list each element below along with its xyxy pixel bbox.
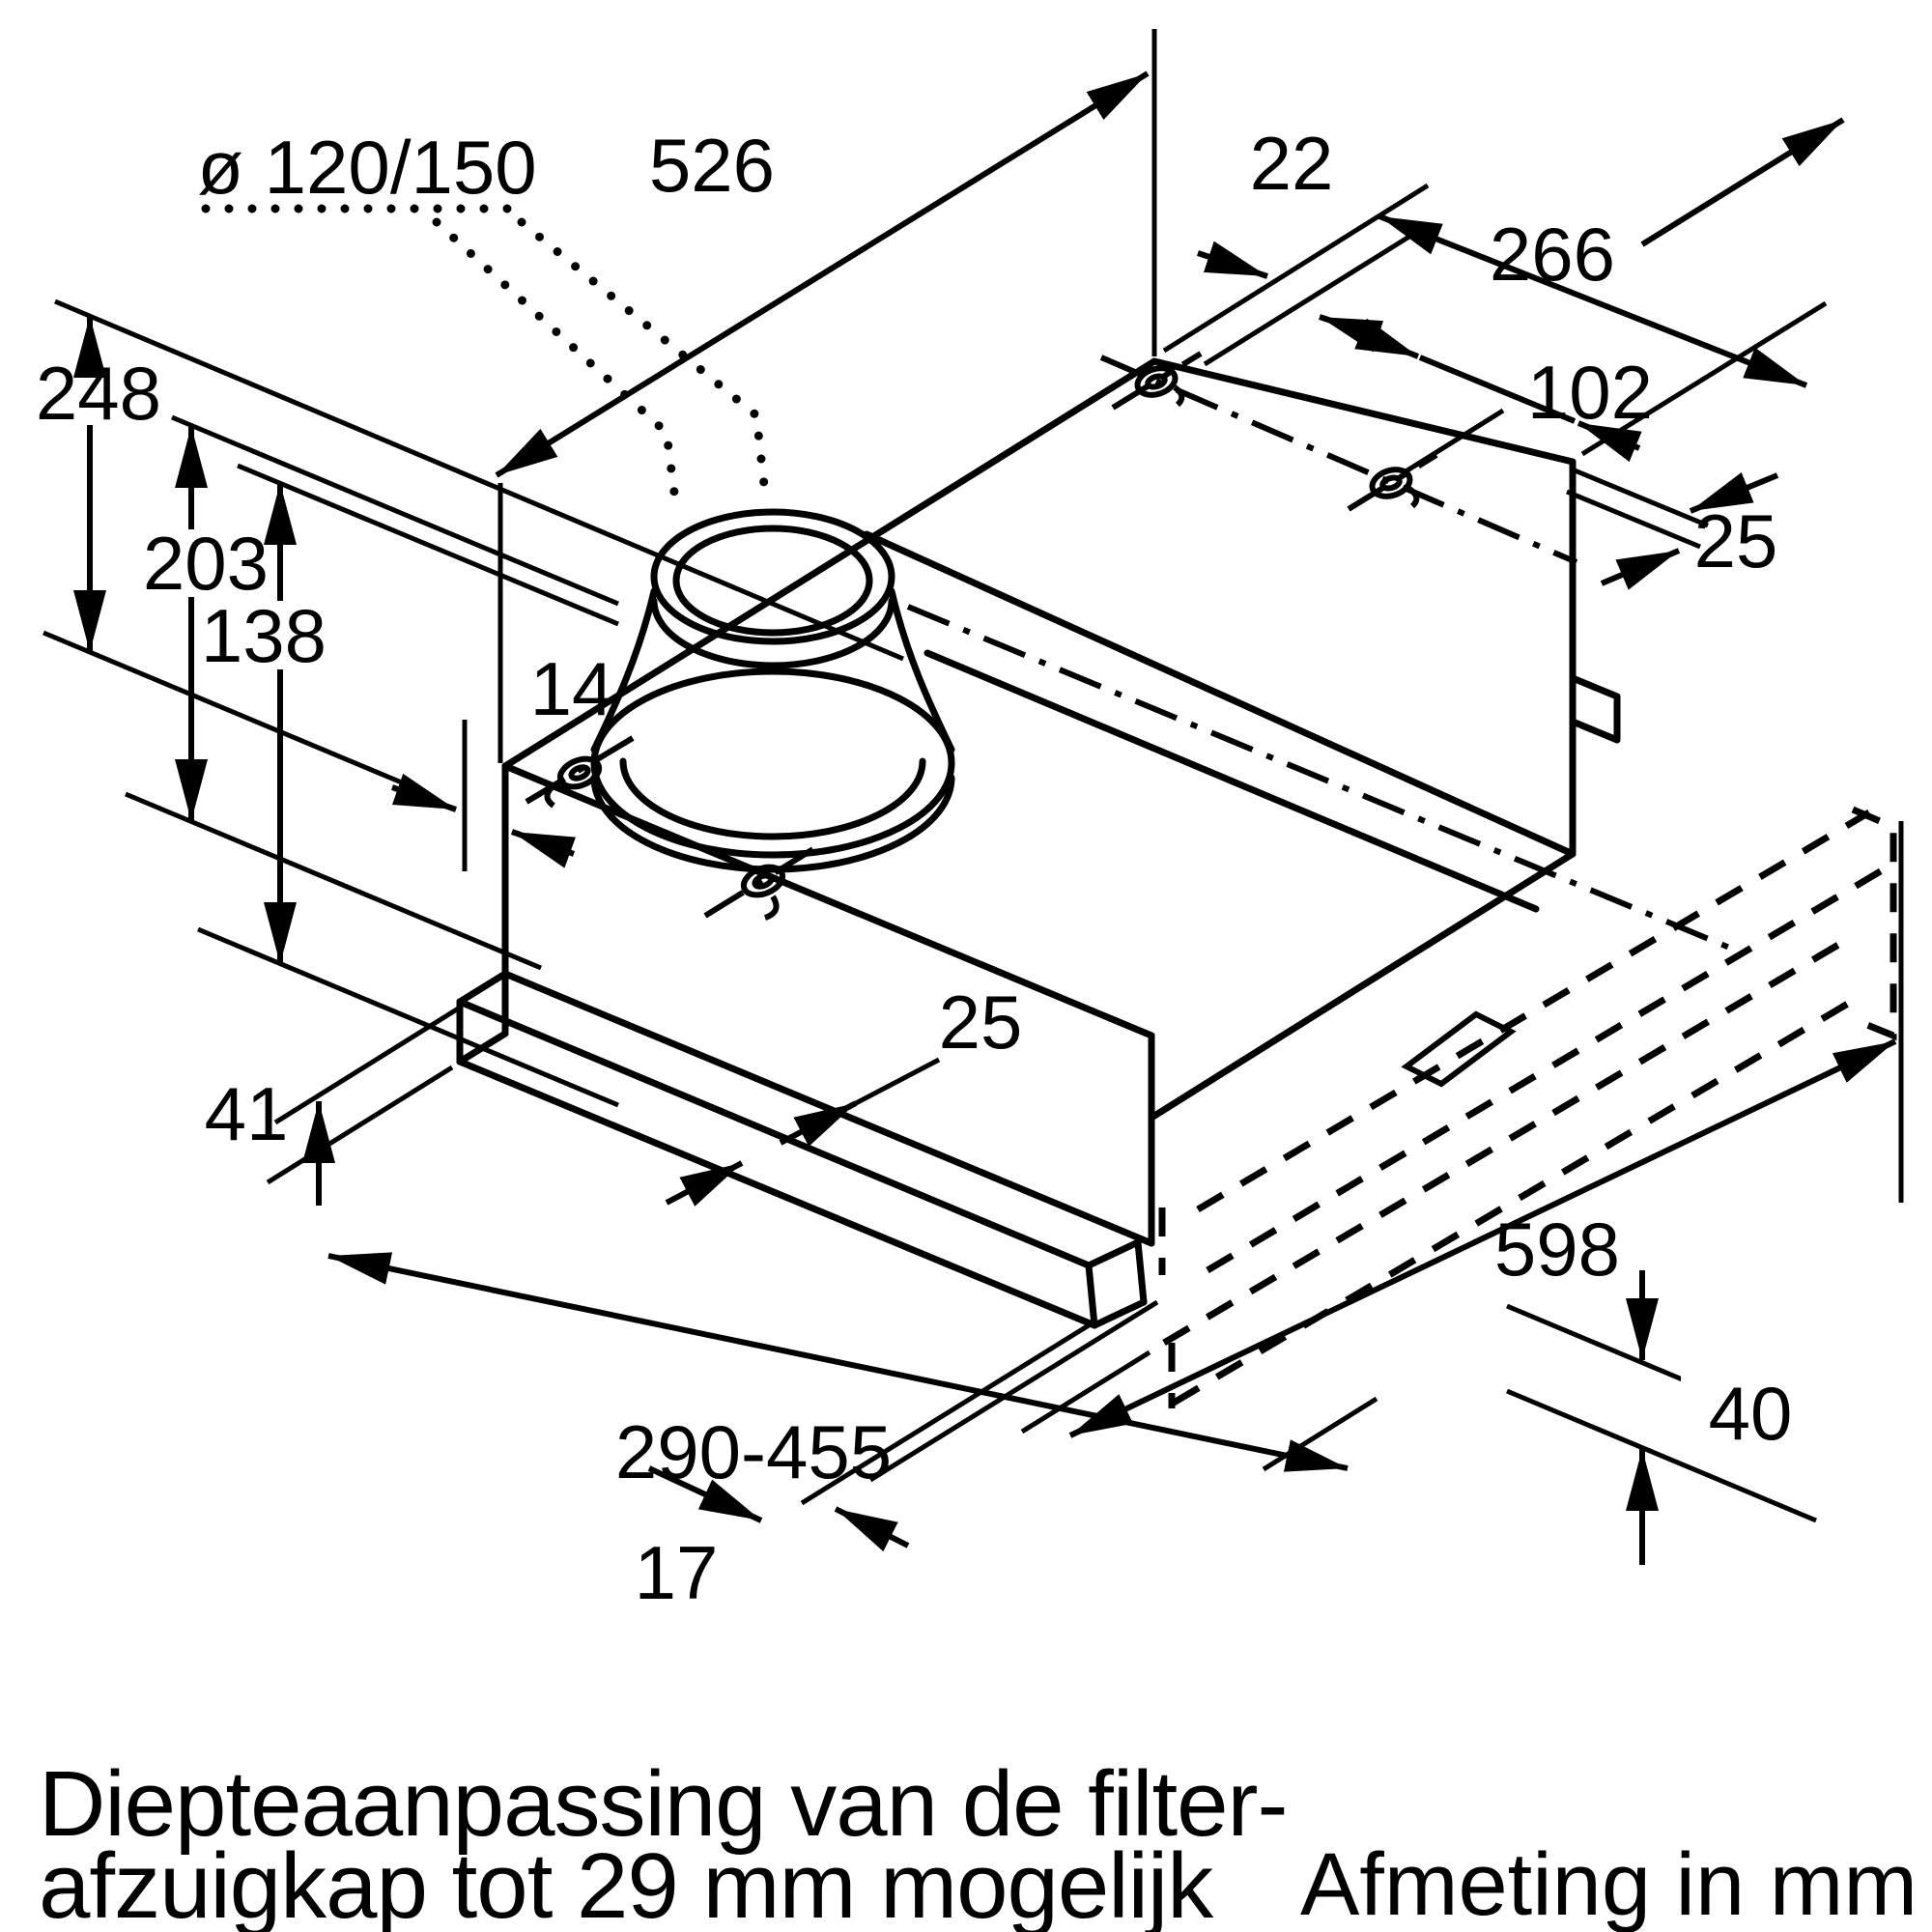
- dim-40-label: 40: [1709, 1371, 1793, 1456]
- dim-14-label: 14: [530, 646, 614, 731]
- dim-248: 248: [36, 298, 904, 791]
- plate-centerline: [1099, 355, 1578, 565]
- dim-138: 138: [197, 463, 619, 1108]
- dim-25-mid-label: 25: [939, 980, 1023, 1065]
- top-face-centerline: [906, 604, 1741, 954]
- dim-25-right: 25: [1566, 468, 1779, 590]
- dim-266-label: 266: [1490, 212, 1615, 297]
- dim-203-label: 203: [143, 521, 269, 606]
- units-note: Afmeting in mm: [1300, 1835, 1918, 1932]
- dim-17-label: 17: [635, 1530, 719, 1615]
- dim-598: 598: [1020, 821, 1904, 1438]
- dim-203: 203: [125, 414, 619, 971]
- dim-102-label: 102: [1527, 350, 1653, 435]
- dim-22-label: 22: [1250, 121, 1334, 206]
- handle-strip: [456, 970, 1148, 1329]
- dim-526-label: 526: [649, 123, 775, 208]
- depth-note-line2: afzuigkap tot 29 mm mogelijk: [39, 1834, 1214, 1932]
- dim-598-label: 598: [1494, 1207, 1620, 1292]
- dim-25-mid: 25: [665, 980, 1023, 1207]
- pullout-drawer-dashed: [1158, 806, 1897, 1408]
- screw-hole-top-left: [525, 735, 635, 809]
- dim-41: 41: [205, 1005, 462, 1206]
- depth-note-line1: Diepteaanpassing van de filter-: [39, 1752, 1287, 1856]
- diameter-label: ø 120/150: [197, 125, 536, 210]
- dim-138-label: 138: [201, 593, 327, 678]
- dim-526: 526: [495, 29, 1157, 763]
- switch-detail: [1401, 1010, 1517, 1088]
- dim-40: 40: [1506, 1270, 1821, 1565]
- dim-102: 102: [1354, 318, 1653, 476]
- dim-290-455-label: 290-455: [615, 1409, 892, 1494]
- dim-40-label-bg: [1681, 1367, 1821, 1444]
- dim-41-label: 41: [205, 1071, 289, 1156]
- dim-14: 14: [391, 646, 614, 871]
- dim-25-right-label: 25: [1694, 498, 1778, 583]
- screw-hole-front: [703, 844, 818, 921]
- dim-248-label: 248: [36, 351, 161, 436]
- dim-22: 22: [1162, 121, 1430, 367]
- duct-collar: [590, 508, 955, 873]
